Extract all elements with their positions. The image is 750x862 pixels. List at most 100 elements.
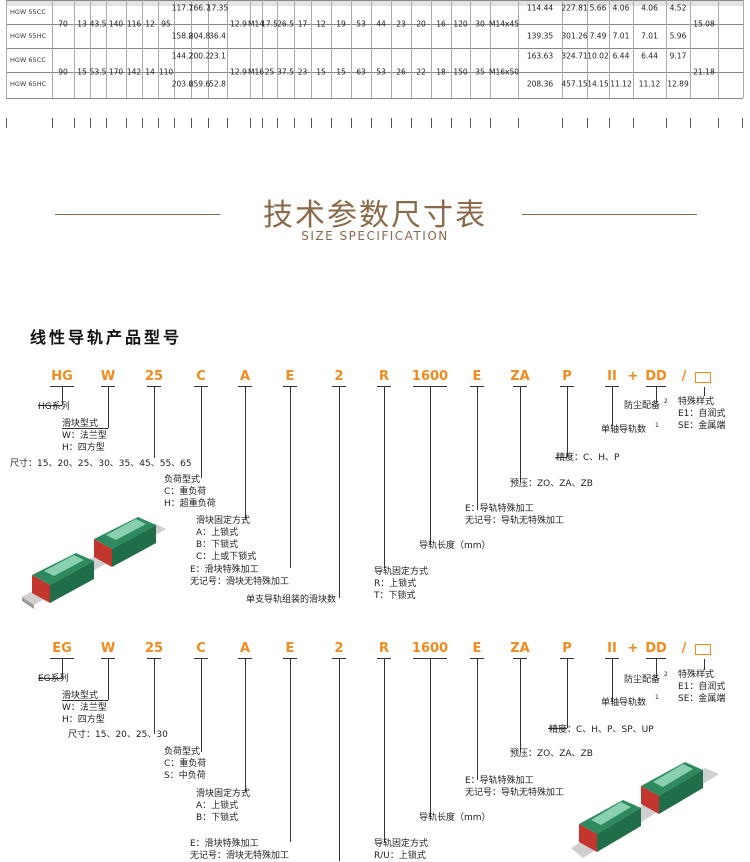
table-cell: 17.35 — [206, 3, 229, 13]
col-line-0 — [6, 0, 7, 98]
table-cell: 259.6 — [188, 79, 211, 89]
code-eg-12: II — [607, 641, 617, 656]
table-cell: 53 — [376, 67, 386, 77]
row-line-0 — [6, 0, 743, 1]
eg-line-series — [62, 659, 63, 678]
hg-label-preload: 预压：ZO、ZA、ZB — [510, 479, 593, 489]
block-back — [94, 517, 156, 567]
table-cell: 15.08 — [693, 19, 715, 29]
table-cell: 12.9 — [230, 67, 247, 77]
eg-h-type — [62, 700, 108, 701]
col-line-7 — [158, 0, 159, 98]
eg-sup-2: 2 — [664, 671, 668, 678]
footer-tick-16 — [311, 118, 312, 128]
table-cell: 7.01 — [641, 31, 658, 41]
hg-label-load-1: C：重负荷 — [164, 487, 207, 497]
hg-label-fix-3: C：上或下锁式 — [196, 552, 257, 562]
col-line-29 — [609, 0, 610, 98]
table-cell: 10.02 — [587, 51, 609, 61]
code-eg-4: A — [239, 641, 251, 656]
table-cell: 23 — [297, 67, 308, 77]
code-underline-eg-6 — [332, 658, 346, 660]
eg-label-rproc-0: E：导轨特殊加工 — [465, 776, 534, 786]
hg-label-type-1: W：法兰型 — [62, 431, 107, 441]
table-cell: 44 — [376, 19, 386, 29]
col-line-28 — [587, 0, 588, 98]
eg-label-special-1: E1：自润式 — [678, 682, 726, 692]
hg-label-special-0: 特殊样式 — [678, 397, 715, 407]
hg-line-precision — [567, 387, 568, 457]
table-cell: 6.44 — [612, 51, 630, 61]
eg-line-fix — [245, 659, 246, 792]
eg-line-rfix — [384, 659, 385, 842]
code-underline-eg-7 — [377, 658, 391, 660]
footer-tick-30 — [633, 118, 634, 128]
code-underline-hg-9 — [470, 386, 484, 388]
eg-label-fix-2: B：下锁式 — [196, 813, 239, 823]
code-hg-7: R — [378, 369, 390, 384]
table-cell: 204.8 — [188, 31, 211, 41]
hg-label-rfix-2: T：下锁式 — [374, 591, 416, 601]
code-hg-0: HG — [51, 369, 73, 384]
eg-line-length — [430, 659, 431, 818]
hg-sup-1: 1 — [655, 422, 659, 429]
table-cell: 5.96 — [669, 31, 687, 41]
col-line-13 — [262, 0, 263, 98]
code-hg-9: E — [472, 369, 482, 384]
table-cell: 16 — [436, 19, 446, 29]
table-cell: 163.63 — [526, 51, 554, 61]
hg-line-special — [704, 387, 705, 396]
code-hg-5: E — [285, 369, 295, 384]
table-cell: 26.5 — [277, 19, 294, 29]
col-line-19 — [371, 0, 372, 98]
footer-tick-33 — [718, 118, 719, 128]
footer-tick-21 — [411, 118, 412, 128]
hg-label-special-1: E1：自润式 — [678, 409, 726, 419]
table-cell: 9.17 — [669, 51, 687, 61]
code-underline-hg-10 — [513, 386, 527, 388]
footer-tick-24 — [470, 118, 471, 128]
hg-label-size: 尺寸：15、20、25、30、35、45、55、65 — [10, 459, 192, 469]
code-underline-eg-8 — [413, 658, 447, 660]
col-line-1 — [52, 0, 53, 98]
col-line-25 — [490, 0, 491, 98]
hg-label-fix-1: A：上锁式 — [196, 528, 239, 538]
table-cell: 14 — [145, 67, 155, 77]
table-cell: 30 — [475, 19, 485, 29]
footer-tick-29 — [609, 118, 610, 128]
footer-tick-6 — [142, 118, 143, 128]
code-underline-eg-14 — [646, 658, 666, 660]
table-top-shade — [6, 0, 743, 6]
hg-line-bproc — [290, 387, 291, 568]
hg-label-load-2: H：超重负荷 — [164, 499, 216, 509]
code-eg-8: 1600 — [411, 641, 449, 656]
table-cell: 12 — [316, 19, 326, 29]
eg-line-count — [339, 659, 340, 861]
hg-sup-2: 2 — [664, 398, 668, 405]
code-eg-9: E — [472, 641, 482, 656]
footer-tick-12 — [250, 118, 251, 128]
eg-line-size — [154, 659, 155, 734]
eg-label-size: 尺寸：15、20、25、30 — [68, 730, 168, 740]
code-eg-7: R — [378, 641, 390, 656]
table-cell: 120 — [453, 19, 468, 29]
code-underline-eg-9 — [470, 658, 484, 660]
table-cell: 23 — [396, 19, 406, 29]
table-cell: 140 — [108, 19, 124, 29]
hg-line-rfix — [384, 387, 385, 568]
col-line-20 — [391, 0, 392, 98]
eg-line-bproc — [290, 659, 291, 842]
eg-line-single — [612, 659, 613, 702]
hg-line-dust — [656, 387, 657, 402]
hg-label-series: HG系列 — [38, 402, 70, 412]
footer-tick-7 — [158, 118, 159, 128]
table-cell: 53.5 — [89, 67, 107, 77]
code-eg-5: E — [285, 641, 295, 656]
code-underline-eg-1 — [101, 658, 115, 660]
footer-tick-18 — [351, 118, 352, 128]
code-underline-hg-2 — [147, 386, 161, 388]
code-underline-hg-4 — [238, 386, 252, 388]
eg-label-preload: 预压：ZO、ZA、ZB — [510, 749, 593, 759]
code-eg-13: + — [627, 641, 639, 656]
table-cell: 200.2 — [188, 51, 211, 61]
